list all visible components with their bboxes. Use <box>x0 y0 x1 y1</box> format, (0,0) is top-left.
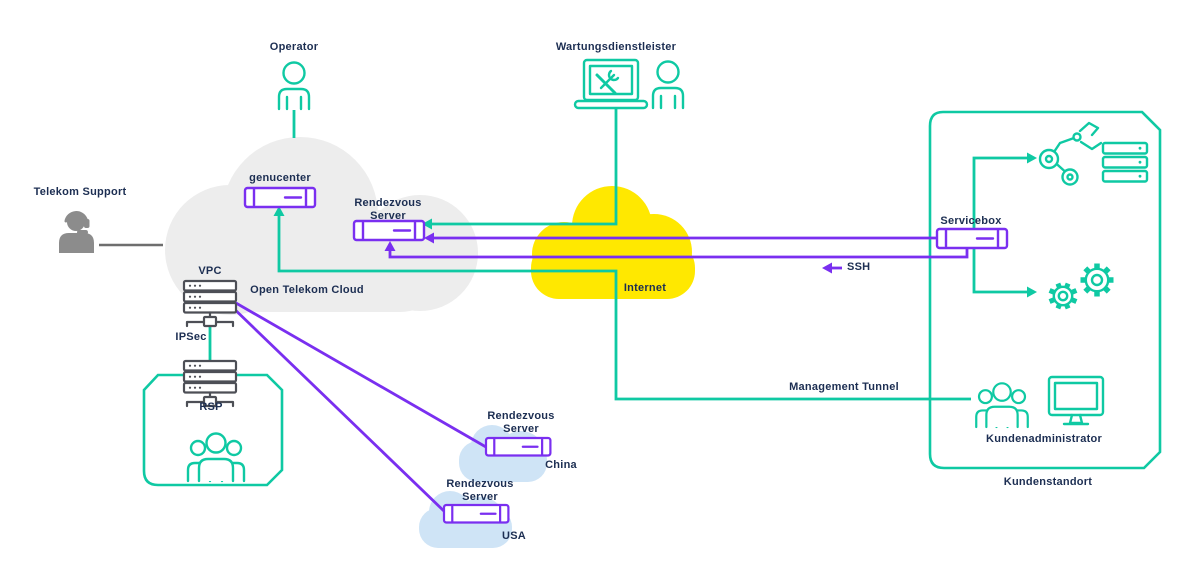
rendezvous-server-icon <box>352 219 426 242</box>
label-internet: Internet <box>623 282 667 294</box>
line-servicebox-to-robotarm <box>972 156 1028 229</box>
label-genucenter: genucenter <box>249 172 311 184</box>
line-maintenance-to-rendezvous <box>430 109 618 226</box>
robot-arm-icon <box>1038 121 1103 186</box>
server-rack-icon <box>1101 141 1149 183</box>
label-usa: USA <box>502 530 526 542</box>
label-servicebox: Servicebox <box>940 215 1002 227</box>
label-rendezvous-server: Rendezvous Server <box>354 197 422 222</box>
ssh-arrow-icon <box>822 262 842 274</box>
maintenance-laptop-icon <box>573 58 649 110</box>
genucenter-server-icon <box>243 186 317 209</box>
monitor-icon <box>1047 375 1105 426</box>
line-servicebox-to-rendezvous-ssh <box>388 247 969 259</box>
line-management-tunnel <box>277 212 971 401</box>
label-kundenadministrator: Kundenadministrator <box>986 433 1102 445</box>
rsp-icon <box>182 359 238 408</box>
kundenstandort-box <box>928 110 1162 470</box>
label-ssh: SSH <box>847 261 871 273</box>
label-operator: Operator <box>269 41 319 53</box>
operator-icon <box>277 61 311 111</box>
rsp-box <box>142 373 284 487</box>
internet-cloud-shape <box>531 186 695 299</box>
arrow-into-rendezvous-teal <box>422 218 432 230</box>
vpc-icon <box>182 279 238 328</box>
arrow-into-robotarm <box>1027 152 1037 164</box>
label-china: China <box>545 459 577 471</box>
label-rendezvous-server-china: Rendezvous Server <box>487 410 555 435</box>
open-telekom-cloud-shape <box>165 137 478 315</box>
rsp-team-icon <box>186 432 246 483</box>
arrow-into-rendezvous-purple <box>424 232 434 244</box>
arrow-into-gears <box>1027 286 1037 298</box>
arrow-into-rendezvous-bottom <box>384 241 396 251</box>
maintenance-person-icon <box>651 60 685 110</box>
line-vpc-to-china <box>228 297 487 449</box>
usa-rendezvous-server-icon <box>442 503 510 524</box>
line-vpc-to-usa <box>226 300 447 515</box>
servicebox-icon <box>935 227 1009 250</box>
china-rendezvous-server-icon <box>484 436 552 457</box>
telekom-support-icon <box>59 211 94 253</box>
label-vpc: VPC <box>198 265 222 277</box>
arrow-into-genucenter <box>273 206 285 216</box>
label-ipsec: IPSec <box>175 331 207 343</box>
label-open-telekom-cloud: Open Telekom Cloud <box>250 284 364 296</box>
customer-admin-team-icon <box>975 382 1029 429</box>
label-telekom-support: Telekom Support <box>33 186 127 198</box>
gears-icon <box>1048 263 1114 310</box>
line-servicebox-to-gears <box>972 249 1028 294</box>
label-rsp: RSP <box>199 401 223 413</box>
label-kundenstandort: Kundenstandort <box>1003 476 1093 488</box>
label-management-tunnel: Management Tunnel <box>789 381 899 393</box>
label-wartungsdienstleister: Wartungsdienstleister <box>555 41 677 53</box>
label-rendezvous-server-usa: Rendezvous Server <box>446 478 514 503</box>
